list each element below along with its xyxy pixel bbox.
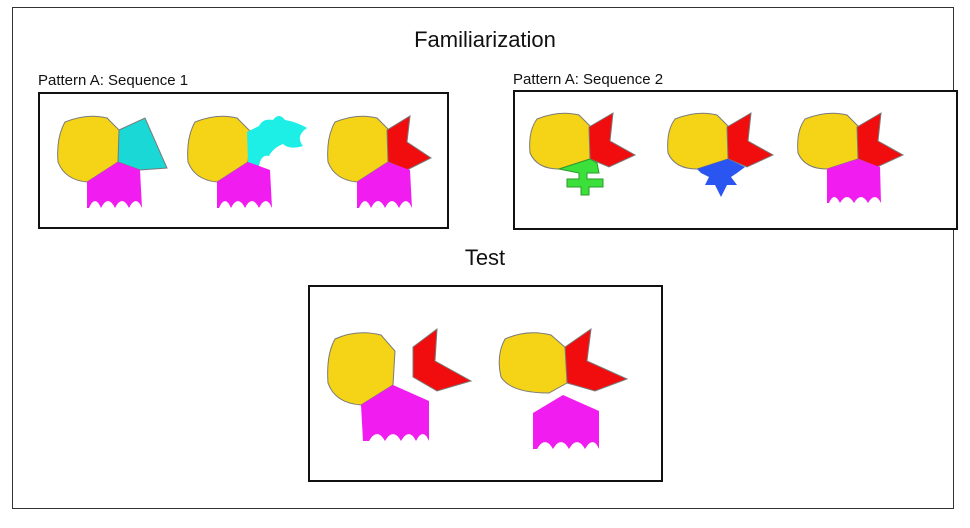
figure-frame <box>12 7 954 509</box>
stimulus-seq1-2 <box>187 115 307 208</box>
test-title: Test <box>464 245 506 270</box>
stimulus-seq2-2 <box>667 112 775 197</box>
stimulus-seq2-3 <box>797 112 905 203</box>
panel-label-sequence-2: Pattern A: Sequence 2 <box>513 71 664 88</box>
stimulus-seq1-3 <box>327 115 432 208</box>
stimulus-seq1-1 <box>57 115 168 208</box>
panel-label-sequence-1: Pattern A: Sequence 1 <box>38 72 189 89</box>
familiarization-title: Familiarization <box>414 27 556 52</box>
test-stimulus-separated <box>327 327 473 441</box>
test-stimulus-detached-bottom <box>498 327 629 449</box>
stimulus-seq2-1 <box>529 112 637 196</box>
